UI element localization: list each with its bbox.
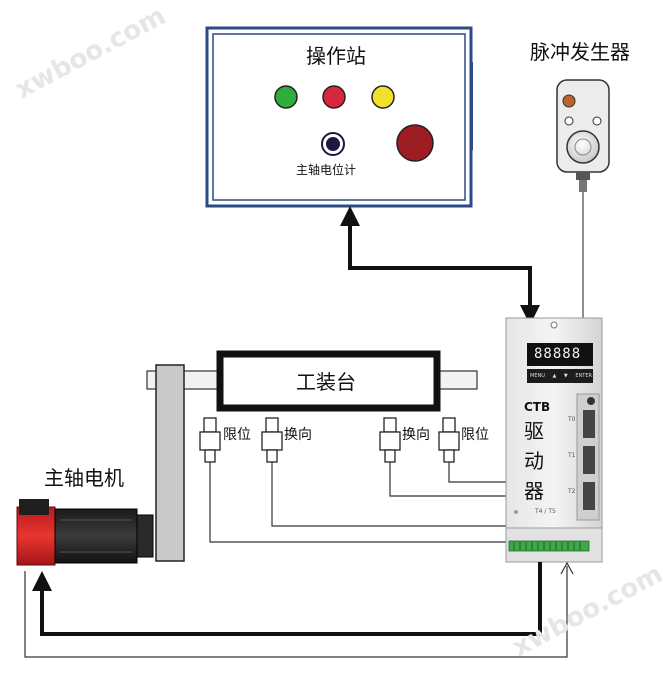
- key-enter[interactable]: ENTER: [575, 373, 592, 379]
- spindle-motor: [16, 499, 154, 566]
- motor-terminal-box: [19, 499, 49, 515]
- wire-left-reverse: [271, 462, 507, 527]
- driver-title-char-3: 器: [524, 479, 544, 503]
- pulse-led-icon: [562, 94, 576, 108]
- connector-t2: [583, 482, 595, 510]
- driver-adjust-icon: [587, 397, 595, 405]
- red-button[interactable]: [322, 85, 346, 109]
- wire-right-limit: [448, 462, 507, 483]
- sensor-label-left-reverse: 换向: [284, 427, 312, 443]
- station-driver-link: [340, 206, 540, 325]
- station-title: 操作站: [306, 44, 366, 68]
- pulse-cable-collar: [576, 172, 590, 180]
- yellow-button[interactable]: [371, 85, 395, 109]
- sensor-left-reverse: [261, 417, 283, 463]
- operator-station: [205, 26, 473, 208]
- wire-right-reverse: [389, 462, 507, 497]
- feedback-arrow-icon: [560, 561, 574, 575]
- pulse-cable-plug: [579, 180, 587, 192]
- pulse-generator: [556, 79, 610, 192]
- sensor-wires: [209, 462, 507, 543]
- driver-mount-hole: [550, 321, 558, 329]
- slot-label-t2: T2: [568, 488, 576, 495]
- table-body: [216, 350, 441, 412]
- wire-left-limit: [209, 462, 507, 543]
- pulse-button-left[interactable]: [564, 116, 574, 126]
- driver-display-text: 88888: [534, 346, 582, 362]
- sensor-left-limit: [199, 417, 221, 463]
- sensor-label-right-limit: 限位: [461, 427, 489, 443]
- motor-red-endcap: [16, 506, 56, 566]
- driver-display: [527, 343, 593, 366]
- driver-title-char-2: 动: [524, 449, 544, 473]
- driver-motor-power-link: [32, 562, 542, 636]
- sensor-right-reverse: [379, 417, 401, 463]
- motor-flange: [136, 514, 154, 558]
- sensor-label-right-reverse: 换向: [402, 427, 430, 443]
- slot-label-t0: T0: [568, 416, 576, 423]
- potentiometer-label: 主轴电位计: [296, 163, 357, 177]
- sensor-right-limit: [438, 417, 460, 463]
- servo-driver: [505, 317, 603, 563]
- driver-title-char-1: 驱: [524, 419, 544, 443]
- driver-screw: [514, 510, 518, 514]
- fixture-table: [146, 350, 478, 562]
- handwheel-knob[interactable]: [566, 130, 600, 164]
- key-menu[interactable]: MENU: [530, 373, 545, 379]
- station-inner-frame: [212, 33, 466, 201]
- connector-t0: [583, 410, 595, 438]
- driver-terminal-block: [508, 540, 590, 552]
- vertical-column: [155, 364, 185, 562]
- terminal-screws: [513, 542, 581, 550]
- motor-encoder-feedback: [24, 566, 568, 658]
- sensor-group: [199, 417, 460, 463]
- driver-brand: CTB: [524, 400, 551, 414]
- driver-key-labels: MENU ▲ ▼ ENTER: [530, 374, 592, 379]
- connector-t1: [583, 446, 595, 474]
- key-down[interactable]: ▼: [563, 373, 568, 379]
- driver-keypad: [527, 369, 593, 383]
- slot-label-t1: T1: [568, 452, 576, 459]
- driver-model-label: T4 / T5: [535, 508, 556, 515]
- spindle-motor-label: 主轴电机: [44, 466, 124, 490]
- handwheel-inner-ring: [574, 138, 592, 156]
- green-button[interactable]: [274, 85, 298, 109]
- sensor-label-left-limit: 限位: [223, 427, 251, 443]
- large-red-button[interactable]: [396, 124, 434, 162]
- motor-body: [54, 508, 138, 564]
- pulse-generator-label: 脉冲发生器: [530, 40, 630, 64]
- key-up[interactable]: ▲: [552, 373, 557, 379]
- fixture-table-label: 工装台: [296, 370, 356, 394]
- potentiometer-knob[interactable]: [326, 137, 340, 151]
- pulse-button-right[interactable]: [592, 116, 602, 126]
